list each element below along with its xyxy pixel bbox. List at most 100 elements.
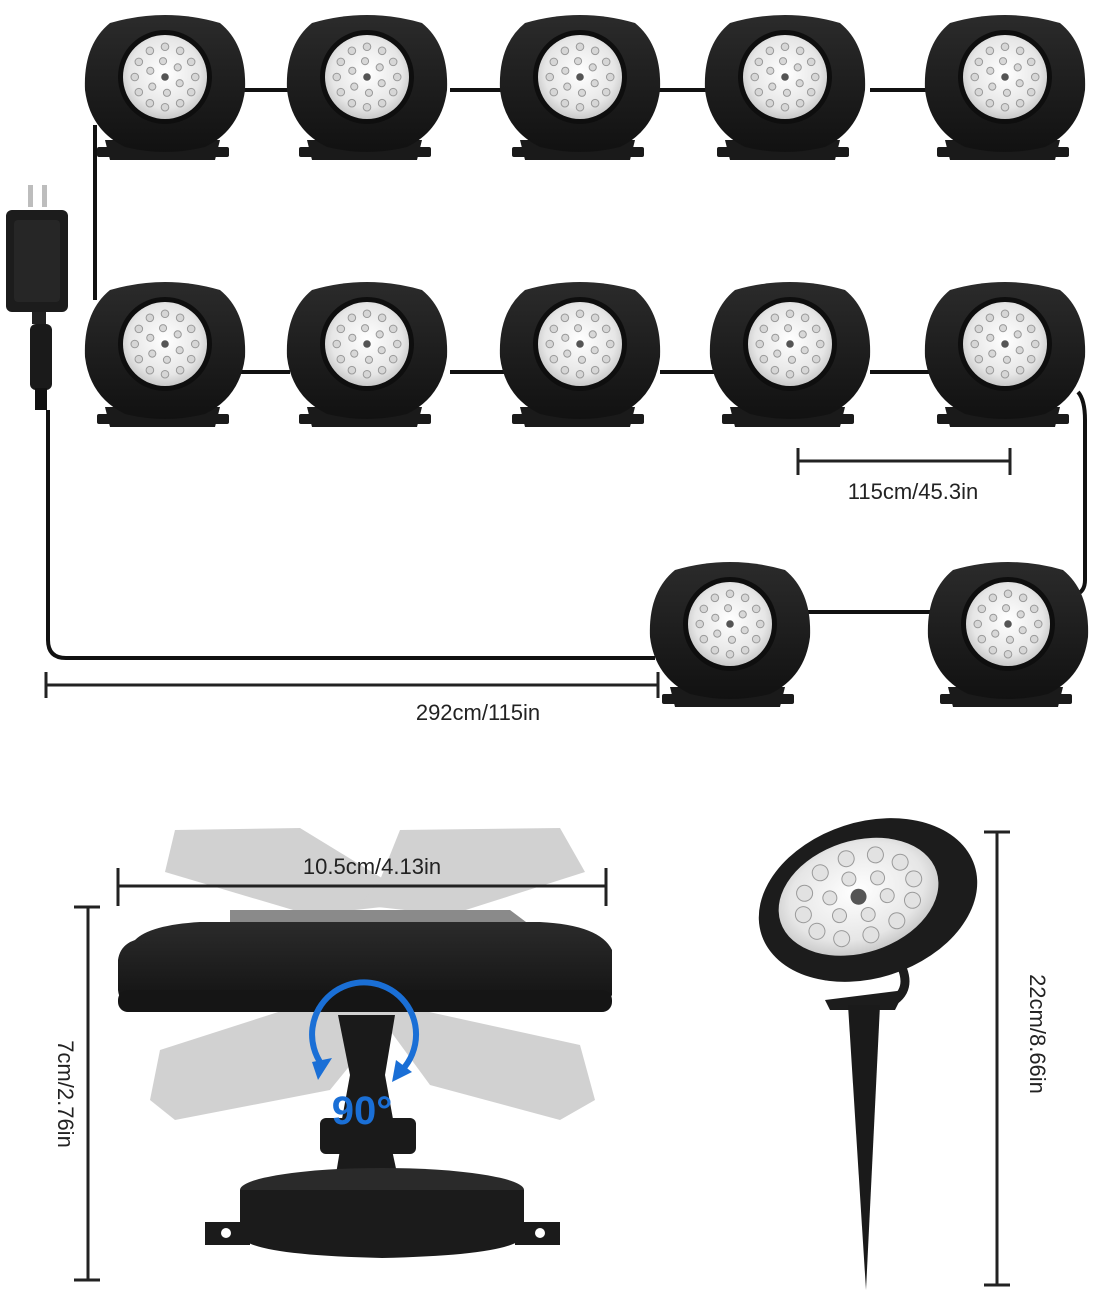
led-icon <box>1005 635 1015 644</box>
led-icon <box>362 42 372 52</box>
led-icon <box>768 82 777 91</box>
led-icon <box>710 593 720 603</box>
width-label: 10.5cm/4.13in <box>303 854 441 879</box>
side-view: 10.5cm/4.13in 90° <box>53 828 612 1282</box>
led-array <box>332 309 402 379</box>
center-sensor <box>576 73 584 81</box>
led-icon <box>1026 57 1036 67</box>
stake-height-dimension <box>984 830 1010 1287</box>
light-fixture <box>84 15 246 160</box>
led-icon <box>710 645 720 655</box>
led-icon <box>1001 604 1011 613</box>
led-icon <box>1000 369 1010 379</box>
led-icon <box>347 98 357 108</box>
led-icon <box>388 354 398 364</box>
stake-led-array <box>794 846 923 948</box>
led-icon <box>1002 88 1012 97</box>
center-sensor <box>850 888 867 905</box>
led-icon <box>759 354 769 364</box>
led-icon <box>765 98 775 108</box>
led-icon <box>754 87 764 97</box>
led-icon <box>336 324 346 334</box>
connector <box>30 324 52 390</box>
led-icon <box>973 619 983 629</box>
led-icon <box>988 82 997 91</box>
led-icon <box>695 619 705 629</box>
led-icon <box>175 46 185 56</box>
led-icon <box>145 313 155 323</box>
led-icon <box>1013 63 1022 72</box>
led-icon <box>561 66 570 75</box>
led-icon <box>986 333 995 342</box>
led-icon <box>190 339 200 349</box>
led-icon <box>362 309 372 319</box>
led-icon <box>175 346 184 355</box>
led-icon <box>388 87 398 97</box>
led-icon <box>362 369 372 379</box>
led-icon <box>725 649 735 659</box>
led-array <box>970 42 1040 112</box>
led-icon <box>1015 365 1025 375</box>
led-icon <box>590 346 599 355</box>
led-icon <box>771 333 780 342</box>
stake-light: 22cm/8.66in <box>758 818 1050 1290</box>
light-fixture <box>924 15 1086 160</box>
light-fixtures <box>84 15 1089 707</box>
led-icon <box>998 324 1008 333</box>
led-icon <box>377 313 387 323</box>
led-icon <box>575 42 585 52</box>
led-icon <box>740 645 750 655</box>
led-icon <box>1026 324 1036 334</box>
led-icon <box>787 355 797 364</box>
led-icon <box>388 57 398 67</box>
led-icon <box>162 355 172 364</box>
led-icon <box>364 88 374 97</box>
led-icon <box>549 57 559 67</box>
led-icon <box>148 349 157 358</box>
led-icon <box>773 349 782 358</box>
led-icon <box>336 354 346 364</box>
led-icon <box>713 629 722 638</box>
led-icon <box>158 57 168 66</box>
plug-prong-right <box>42 185 47 207</box>
led-icon <box>727 635 737 644</box>
led-icon <box>750 72 760 82</box>
led-icon <box>561 333 570 342</box>
light-fixture <box>286 15 448 160</box>
led-icon <box>800 313 810 323</box>
led-icon <box>759 324 769 334</box>
base-height-dimension <box>74 905 100 1282</box>
led-icon <box>605 339 615 349</box>
light-fixture <box>286 282 448 427</box>
led-icon <box>988 349 997 358</box>
led-icon <box>891 853 909 871</box>
led-icon <box>392 339 402 349</box>
led-icon <box>755 339 765 349</box>
led-icon <box>575 369 585 379</box>
led-icon <box>145 365 155 375</box>
led-icon <box>1013 330 1022 339</box>
led-icon <box>1015 79 1024 88</box>
led-icon <box>577 88 587 97</box>
led-icon <box>577 355 587 364</box>
width-dimension <box>116 868 608 906</box>
led-icon <box>560 98 570 108</box>
center-sensor <box>786 340 794 348</box>
center-sensor <box>363 340 371 348</box>
led-array <box>750 42 820 112</box>
led-icon <box>375 330 384 339</box>
led-icon <box>810 72 820 82</box>
led-icon <box>811 324 821 334</box>
led-icon <box>360 57 370 66</box>
led-icon <box>833 930 851 948</box>
led-icon <box>1033 619 1043 629</box>
led-icon <box>815 339 825 349</box>
plug-prong-left <box>28 185 33 207</box>
led-icon <box>175 313 185 323</box>
led-icon <box>800 365 810 375</box>
led-icon <box>190 72 200 82</box>
led-icon <box>806 87 816 97</box>
led-icon <box>782 88 792 97</box>
led-icon <box>186 354 196 364</box>
led-icon <box>332 72 342 82</box>
